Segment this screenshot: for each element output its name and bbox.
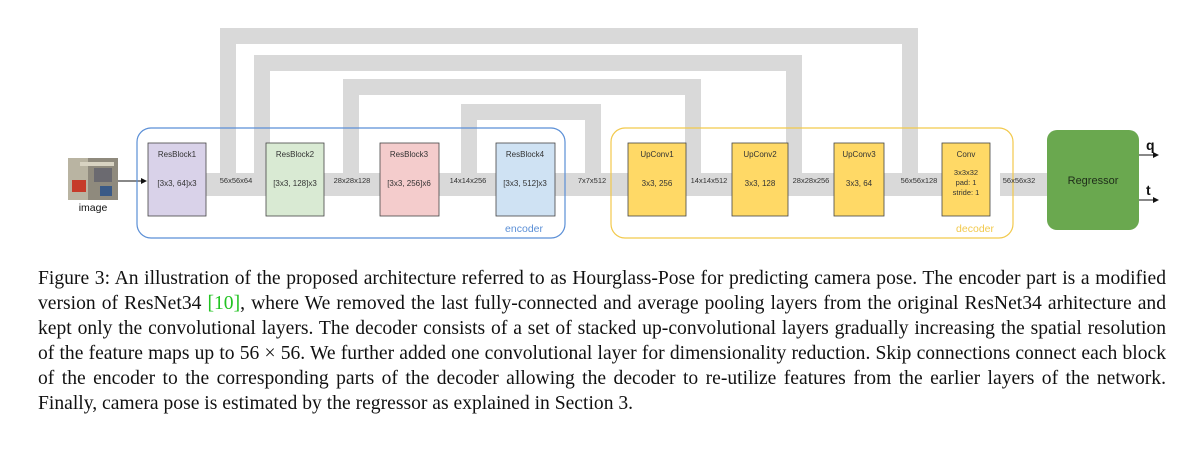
dim-label: 56x56x64 xyxy=(220,176,253,185)
skip-connection-3 xyxy=(343,79,359,193)
dim-label: 7x7x512 xyxy=(578,176,606,185)
conv-block-kernel: 3x3x32 xyxy=(954,168,978,177)
resblock-4-spec: [3x3, 512]x3 xyxy=(503,179,547,188)
encoder-frame xyxy=(136,127,566,239)
figure-caption: Figure 3: An illustration of the propose… xyxy=(38,266,1166,416)
resblock-1-name: ResBlock1 xyxy=(158,150,197,159)
architecture-diagram: image encoder decoder ResBlock1 [3x3, 64… xyxy=(68,28,1159,239)
input-image xyxy=(68,158,118,200)
resblock-3-name: ResBlock3 xyxy=(390,150,429,159)
dim-label: 28x28x128 xyxy=(334,176,371,185)
citation-link[interactable]: [10] xyxy=(207,293,241,314)
resblock-1: ResBlock1 [3x3, 64]x3 xyxy=(147,142,207,217)
skip-connections xyxy=(206,28,1048,196)
decoder-frame xyxy=(610,127,1014,239)
regressor-block xyxy=(1047,130,1139,230)
resblock-2: ResBlock2 [3x3, 128]x3 xyxy=(265,142,325,217)
dim-label: 56x56x128 xyxy=(901,176,938,185)
upconv-2-name: UpConv2 xyxy=(743,150,777,159)
resblock-1-spec: [3x3, 64]x3 xyxy=(157,179,197,188)
upconv-3: UpConv3 3x3, 64 xyxy=(833,142,885,217)
input-image-label: image xyxy=(79,202,108,214)
upconv-3-spec: 3x3, 64 xyxy=(846,179,873,188)
encoder-label: encoder xyxy=(505,223,543,235)
dim-label: 56x56x32 xyxy=(1003,176,1036,185)
conv-block: Conv 3x3x32 pad: 1 stride: 1 xyxy=(941,142,991,217)
upconv-1: UpConv1 3x3, 256 xyxy=(627,142,687,217)
dim-label: 14x14x512 xyxy=(691,176,728,185)
upconv-2: UpConv2 3x3, 128 xyxy=(731,142,789,217)
skip-connection-4 xyxy=(461,104,477,193)
dim-label: 14x14x256 xyxy=(450,176,487,185)
dim-label: 28x28x256 xyxy=(793,176,830,185)
decoder-label: decoder xyxy=(956,223,994,235)
output-label-q: q xyxy=(1146,137,1155,153)
output-label-t: t xyxy=(1146,182,1151,198)
resblock-3-spec: [3x3, 256]x6 xyxy=(387,179,431,188)
resblock-2-spec: [3x3, 128]x3 xyxy=(273,179,317,188)
dimension-labels: 56x56x64 28x28x128 14x14x256 7x7x512 14x… xyxy=(220,176,1036,185)
resblock-4: ResBlock4 [3x3, 512]x3 xyxy=(495,142,556,217)
skip-connection-1 xyxy=(220,28,236,193)
caption-text-1: Figure 3: An illustration of the propose… xyxy=(38,268,1166,314)
flow-bar xyxy=(206,173,266,196)
resblock-2-name: ResBlock2 xyxy=(276,150,315,159)
upconv-1-name: UpConv1 xyxy=(640,150,674,159)
conv-block-pad: pad: 1 xyxy=(956,178,977,187)
resblock-3: ResBlock3 [3x3, 256]x6 xyxy=(379,142,440,217)
regressor-label: Regressor xyxy=(1068,175,1119,187)
upconv-1-spec: 3x3, 256 xyxy=(642,179,673,188)
resblock-4-name: ResBlock4 xyxy=(506,150,545,159)
caption-text-2: , where We removed the last fully-connec… xyxy=(38,293,1166,414)
upconv-2-spec: 3x3, 128 xyxy=(745,179,776,188)
conv-block-stride: stride: 1 xyxy=(953,188,980,197)
upconv-3-name: UpConv3 xyxy=(842,150,876,159)
conv-block-name: Conv xyxy=(957,150,976,159)
